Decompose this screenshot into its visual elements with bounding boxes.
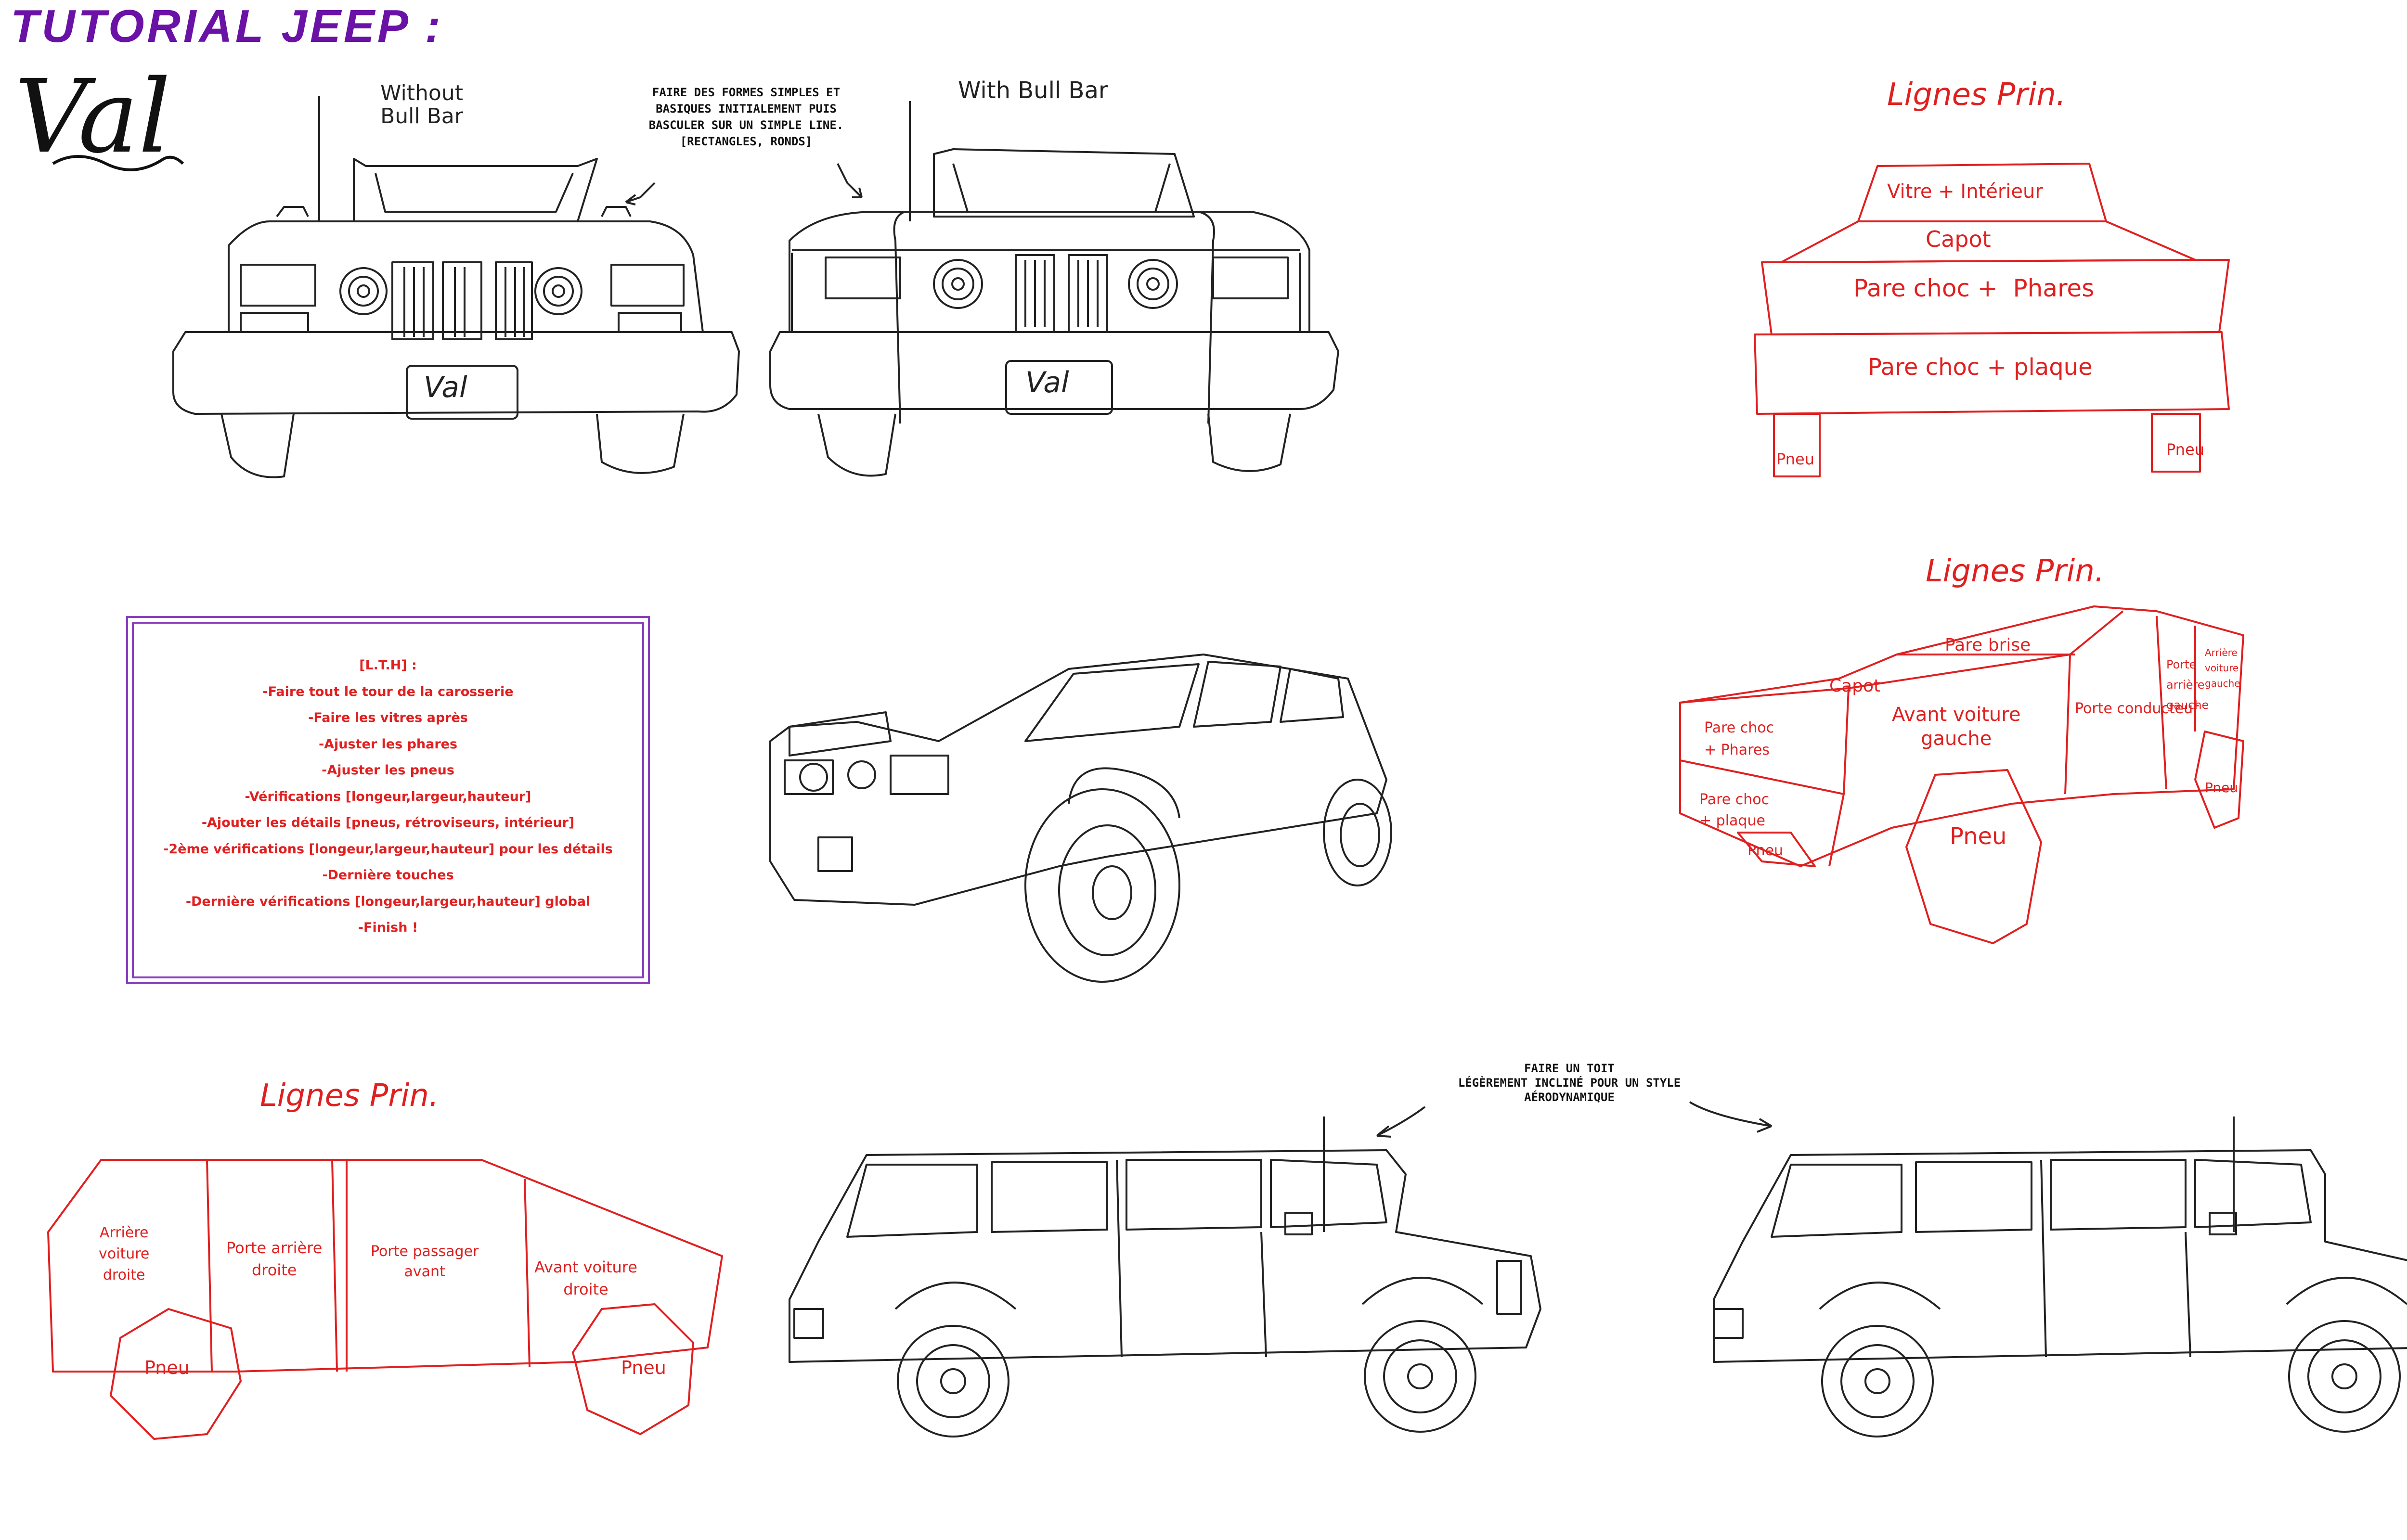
jeep-three-quarter-view — [769, 654, 1392, 983]
label-pare-brise: Pare brise — [1945, 635, 2031, 655]
label-arriere-droite: Arrière voiture droite — [99, 1224, 150, 1283]
label-pneu-right: Pneu — [2166, 440, 2204, 459]
roof-note: FAIRE UN TOIT LÉGÈREMENT INCLINÉ POUR UN… — [1458, 1062, 1681, 1104]
signature-flourish — [52, 155, 184, 171]
label-pneu-front-3q: Pneu — [1747, 842, 1784, 859]
jeep-side-view-1 — [789, 1116, 1541, 1437]
label-pare-choc-plaque: Pare choc + plaque — [1868, 354, 2093, 381]
label-pare-choc-phares: Pare choc + Phares — [1853, 274, 2095, 302]
without-bullbar-label: Without Bull Bar — [380, 81, 463, 128]
label-porte-passager: Porte passager avant — [371, 1243, 479, 1280]
checklist-item: -Dernière touches — [322, 868, 454, 883]
shapes-note: FAIRE DES FORMES SIMPLES ET BASIQUES INI… — [648, 86, 844, 148]
checklist-item: -2ème vérifications [longeur,largeur,hau… — [163, 841, 613, 857]
checklist-item: -Faire les vitres après — [308, 710, 468, 725]
label-arriere-voiture-gauche: Arrière voiture gauche — [2205, 647, 2240, 689]
label-pneu-side-right: Pneu — [621, 1357, 666, 1378]
label-vitre: Vitre + Intérieur — [1887, 180, 2043, 203]
checklist-item: [L.T.H] : — [359, 658, 417, 673]
checklist-item: -Ajuster les pneus — [322, 763, 454, 778]
note-arrow-right — [625, 182, 656, 205]
front-schematic-shapes — [1754, 163, 2230, 477]
plate-text-left: Val — [424, 371, 467, 404]
note-arrow-left — [837, 163, 863, 198]
label-pneu-rear-3q: Pneu — [2205, 780, 2239, 796]
jeep-side-view-2 — [1713, 1116, 2407, 1437]
checklist-item: -Ajouter les détails [pneus, rétroviseur… — [201, 815, 575, 830]
front-schematic-title: Lignes Prin. — [1887, 77, 2066, 113]
label-pneu-left: Pneu — [1776, 450, 1814, 468]
with-bullbar-label: With Bull Bar — [958, 77, 1108, 104]
label-porte-arriere-gauche: Porte arrière gauche — [2166, 658, 2209, 712]
checklist-item: -Dernière vérifications [longeur,largeur… — [185, 894, 591, 909]
label-capot-3q: Capot — [1829, 676, 1881, 696]
checklist-content: [L.T.H] : -Faire tout le tour de la caro… — [132, 622, 644, 978]
label-pare-choc-phares-3q: Pare choc + Phares — [1704, 719, 1774, 758]
label-pare-choc-plaque-3q: Pare choc + plaque — [1699, 791, 1770, 829]
jeep-front-without-bullbar — [172, 96, 740, 478]
checklist-item: -Ajuster les phares — [318, 736, 458, 752]
checklist-item: -Finish ! — [358, 920, 418, 935]
side-schematic-shapes — [47, 1159, 723, 1440]
jeep-front-with-bullbar — [769, 101, 1339, 477]
plate-text-right: Val — [1025, 366, 1069, 399]
side-arrow-right — [1689, 1101, 1773, 1133]
page-title: TUTORIAL JEEP : — [11, 0, 444, 52]
label-capot: Capot — [1926, 226, 1991, 252]
label-porte-arriere-droite: Porte arrière droite — [226, 1239, 323, 1279]
checklist-item: -Vérifications [longeur,largeur,hauteur] — [245, 789, 531, 804]
checklist-item: -Faire tout le tour de la carosserie — [262, 684, 514, 699]
side-schematic-title: Lignes Prin. — [260, 1078, 439, 1114]
three-quarter-schematic-title: Lignes Prin. — [1926, 553, 2105, 589]
label-pneu-main-3q: Pneu — [1950, 823, 2007, 850]
label-avant-droite: Avant voiture droite — [534, 1258, 637, 1298]
three-quarter-schematic-shapes — [1679, 605, 2244, 944]
label-avant-voiture-gauche: Avant voiture gauche — [1892, 704, 2021, 750]
checklist-frame: [L.T.H] : -Faire tout le tour de la caro… — [126, 616, 650, 984]
label-pneu-side-left: Pneu — [144, 1357, 190, 1378]
artist-signature: Val — [14, 58, 171, 176]
label-porte-conducteur: Porte conducteur — [2075, 700, 2199, 717]
side-arrow-left — [1376, 1106, 1426, 1138]
